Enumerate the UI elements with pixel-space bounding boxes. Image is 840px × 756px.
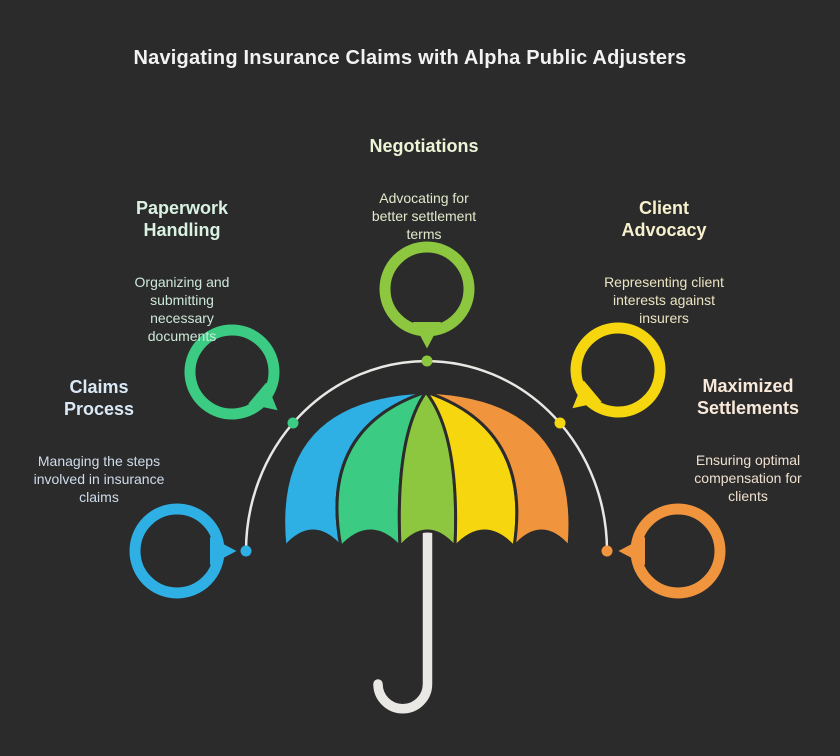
ring-marker-negotiations xyxy=(379,241,475,349)
node-title-paperwork-handling: Paperwork Handling xyxy=(135,198,229,240)
arc-dot-maximized-settlements xyxy=(601,545,613,557)
node-description-client-advocacy: Representing client interests against in… xyxy=(604,274,724,326)
node-title-negotiations: Negotiations xyxy=(369,136,479,156)
arc-dot-claims-process xyxy=(240,545,252,557)
umbrella-handle xyxy=(373,528,433,714)
page-title: Navigating Insurance Claims with Alpha P… xyxy=(133,47,687,69)
umbrella-canopy xyxy=(282,390,572,549)
arc-dot-paperwork-handling xyxy=(287,417,299,429)
node-description-claims-process: Managing the steps involved in insurance… xyxy=(33,453,165,505)
node-maximized-settlements: Maximized Settlements Ensuring optimal c… xyxy=(653,357,840,523)
node-title-client-advocacy: Client Advocacy xyxy=(621,198,707,240)
node-paperwork-handling: Paperwork Handling Organizing and submit… xyxy=(92,179,272,363)
node-description-negotiations: Advocating for better settlement terms xyxy=(371,190,477,242)
node-description-paperwork-handling: Organizing and submitting necessary docu… xyxy=(134,274,230,344)
node-negotiations: Negotiations Advocating for better settl… xyxy=(324,117,524,261)
ring-marker-claims-process xyxy=(129,503,237,599)
node-title-maximized-settlements: Maximized Settlements xyxy=(696,376,800,418)
ring-marker-paperwork-handling xyxy=(184,324,280,420)
node-claims-process: Claims Process Managing the steps involv… xyxy=(9,358,189,524)
ring-marker-client-advocacy xyxy=(570,322,666,418)
ring-marker-maximized-settlements xyxy=(618,503,726,599)
node-title-claims-process: Claims Process xyxy=(63,377,135,419)
arc-dot-client-advocacy xyxy=(554,417,566,429)
node-description-maximized-settlements: Ensuring optimal compensation for client… xyxy=(694,452,802,504)
umbrella-panel-orange xyxy=(424,390,572,549)
arc-dot-negotiations xyxy=(421,355,433,367)
node-client-advocacy: Client Advocacy Representing client inte… xyxy=(574,179,754,345)
